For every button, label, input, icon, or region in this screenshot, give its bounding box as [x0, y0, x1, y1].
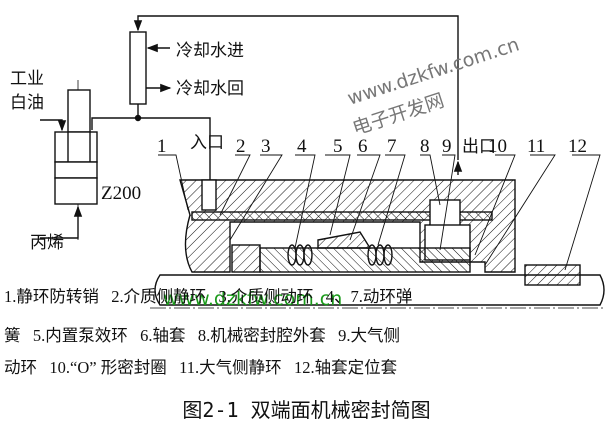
spring-7 [367, 244, 393, 266]
cooling-water-in-label: 冷却水进 [176, 41, 244, 61]
figure-caption: 图2-1 双端面机械密封简图 [182, 398, 431, 422]
cooler [129, 31, 147, 105]
outlet-return-pipe [133, 15, 459, 160]
part-number: 11 [527, 136, 545, 157]
cylinder-model: Z200 [101, 183, 141, 204]
part-number: 7 [387, 136, 397, 157]
watermark-green: www.dzkfw.com.cn [163, 288, 342, 310]
propylene-label: 丙烯 [30, 233, 64, 253]
part-number: 10 [488, 136, 507, 157]
part-number: 4 [297, 136, 307, 157]
part-number: 6 [358, 136, 368, 157]
oil-label-2: 白油 [10, 93, 44, 113]
part-number: 1 [157, 136, 167, 157]
part-number: 9 [442, 136, 452, 157]
part-number: 3 [261, 136, 271, 157]
inlet-pipe [91, 117, 211, 182]
inlet-label: 入口 [190, 133, 224, 153]
part-number: 5 [333, 136, 343, 157]
cooling-water-out-label: 冷却水回 [176, 79, 244, 99]
part-number: 2 [236, 136, 246, 157]
outlet-label: 出口 [462, 137, 496, 157]
legend-line-3: 动环 10.“O” 形密封圈 11.大气侧静环 12.轴套定位套 [4, 358, 398, 377]
shaft [154, 274, 605, 306]
part-number: 8 [420, 136, 430, 157]
oil-label-1: 工业 [10, 69, 44, 89]
anti-rotation-pin [201, 179, 217, 211]
shaft-sleeve-locator [524, 264, 581, 286]
spring-4 [287, 244, 313, 266]
legend-line-2: 簧 5.内置泵效环 6.轴套 8.机械密封腔外套 9.大气侧 [4, 326, 400, 345]
part-number: 12 [568, 136, 587, 157]
cylinder-rod [67, 89, 91, 133]
legend-line-1: 1.静环防转销 2.介质侧静环 3.介质侧动环 4、7.动环弹 [4, 287, 413, 306]
shaft-sleeve [259, 247, 471, 273]
